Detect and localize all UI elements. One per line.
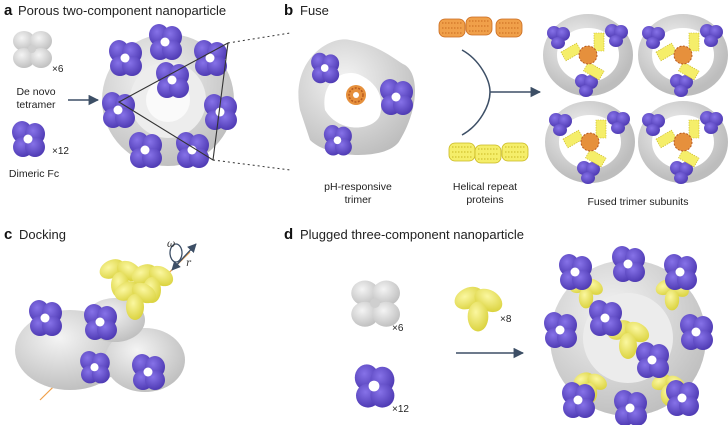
d-tetramer-count: ×6	[392, 323, 404, 334]
fused-trimer-subunits	[547, 21, 723, 184]
panel-c: c Docking ω r	[4, 226, 197, 401]
d-trimer-count: ×8	[500, 314, 512, 325]
helical-caption-line2: proteins	[466, 194, 503, 206]
tetramer-count: ×6	[52, 64, 64, 75]
panel-b-label: b	[284, 2, 293, 19]
orange-helical-repeats	[438, 16, 523, 38]
panel-b: b Fuse pH-responsive trimer Helical repe…	[284, 2, 723, 208]
omega-symbol: ω	[167, 239, 175, 250]
asymmetric-unit-illustration	[298, 39, 416, 156]
tetramer-caption-line1: De novo	[16, 86, 55, 98]
translation-arrow-icon	[182, 243, 197, 259]
fc-caption: Dimeric Fc	[9, 168, 59, 180]
d-tetramer-illustration	[351, 280, 400, 327]
panel-a-title: Porous two-component nanoparticle	[18, 3, 226, 18]
porous-nanoparticle-illustration	[102, 24, 291, 171]
fused-caption: Fused trimer subunits	[588, 196, 689, 208]
panel-b-title: Fuse	[300, 3, 329, 18]
r-symbol: r	[186, 258, 192, 269]
trimer-caption-line2: trimer	[345, 194, 372, 206]
d-yellow-trimer-illustration	[450, 282, 507, 332]
panel-a-label: a	[4, 2, 13, 19]
d-fc-illustration	[354, 364, 395, 408]
fusion-arrow	[461, 49, 542, 136]
yellow-helical-repeats	[448, 142, 529, 164]
fc-count: ×12	[52, 146, 69, 157]
panel-d-label: d	[284, 226, 293, 243]
trimer-caption-line1: pH-responsive	[324, 181, 392, 193]
panel-a: a Porous two-component nanoparticle ×6 D…	[4, 2, 291, 180]
de-novo-tetramer-illustration	[13, 31, 52, 68]
dimeric-fc-illustration	[12, 121, 45, 157]
panel-c-title: Docking	[19, 227, 66, 242]
panel-c-label: c	[4, 226, 12, 243]
helical-caption-line1: Helical repeat	[453, 181, 517, 193]
tetramer-caption-line2: tetramer	[16, 99, 56, 111]
plugged-nanoparticle-illustration	[544, 246, 713, 425]
panel-d-title: Plugged three-component nanoparticle	[300, 227, 524, 242]
docking-illustration: ω r	[15, 239, 197, 401]
panel-d: d Plugged three-component nanoparticle ×…	[284, 226, 713, 425]
d-fc-count: ×12	[392, 404, 409, 415]
